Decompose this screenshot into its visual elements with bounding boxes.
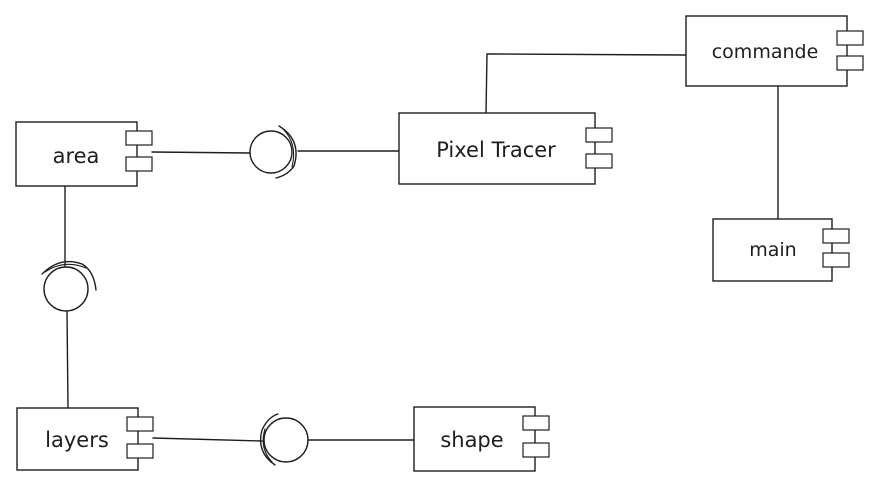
component-box: [413, 406, 536, 472]
component-label-shape: shape: [440, 428, 503, 452]
component-port-bottom: [822, 252, 850, 268]
component-port-top: [522, 415, 550, 431]
interface-ball: [43, 266, 89, 312]
interface-ball: [249, 130, 293, 174]
component-label-area: area: [53, 144, 100, 168]
component-port-bottom: [585, 153, 613, 169]
component-box: [15, 121, 138, 187]
component-shape[interactable]: shape: [413, 406, 550, 472]
component-port-bottom: [836, 55, 864, 71]
component-box: [16, 407, 139, 471]
component-port-bottom: [522, 442, 550, 458]
component-box: [398, 112, 596, 185]
component-area[interactable]: area: [15, 121, 153, 187]
interface-socket: [41, 260, 97, 291]
connector-layers-to-interface: [152, 437, 263, 442]
interface-socket-sketch: [281, 127, 295, 168]
component-layers[interactable]: layers: [16, 407, 154, 471]
component-box: [712, 218, 833, 282]
connector-vertical-interface-to-layers: [66, 311, 69, 409]
connector-pixel-tracer-to-commande: [485, 53, 687, 114]
component-commande[interactable]: commande: [685, 15, 864, 87]
connector-area-to-interface: [151, 151, 251, 154]
component-port-top: [822, 228, 850, 244]
interface-socket-sketch: [44, 263, 87, 273]
component-label-main: main: [749, 239, 796, 261]
component-label-commande: commande: [712, 41, 819, 63]
interface-ball: [263, 417, 309, 463]
interface-socket-sketch: [262, 428, 273, 463]
component-box: [685, 15, 848, 87]
component-port-top: [836, 30, 864, 46]
component-port-bottom: [125, 156, 153, 172]
component-port-top: [125, 130, 153, 146]
interface-socket: [259, 413, 279, 466]
interface-socket: [275, 125, 297, 179]
component-main[interactable]: main: [712, 218, 850, 282]
interface-layers-shape: [259, 413, 309, 466]
interface-area-pixel-tracer: [249, 125, 297, 179]
interface-area-layers: [41, 260, 97, 312]
component-port-top: [126, 416, 154, 432]
component-port-top: [585, 127, 613, 143]
component-port-bottom: [126, 443, 154, 459]
component-label-layers: layers: [45, 428, 109, 452]
component-pixel-tracer[interactable]: Pixel Tracer: [398, 112, 613, 185]
component-label-pixel-tracer: Pixel Tracer: [436, 138, 556, 162]
